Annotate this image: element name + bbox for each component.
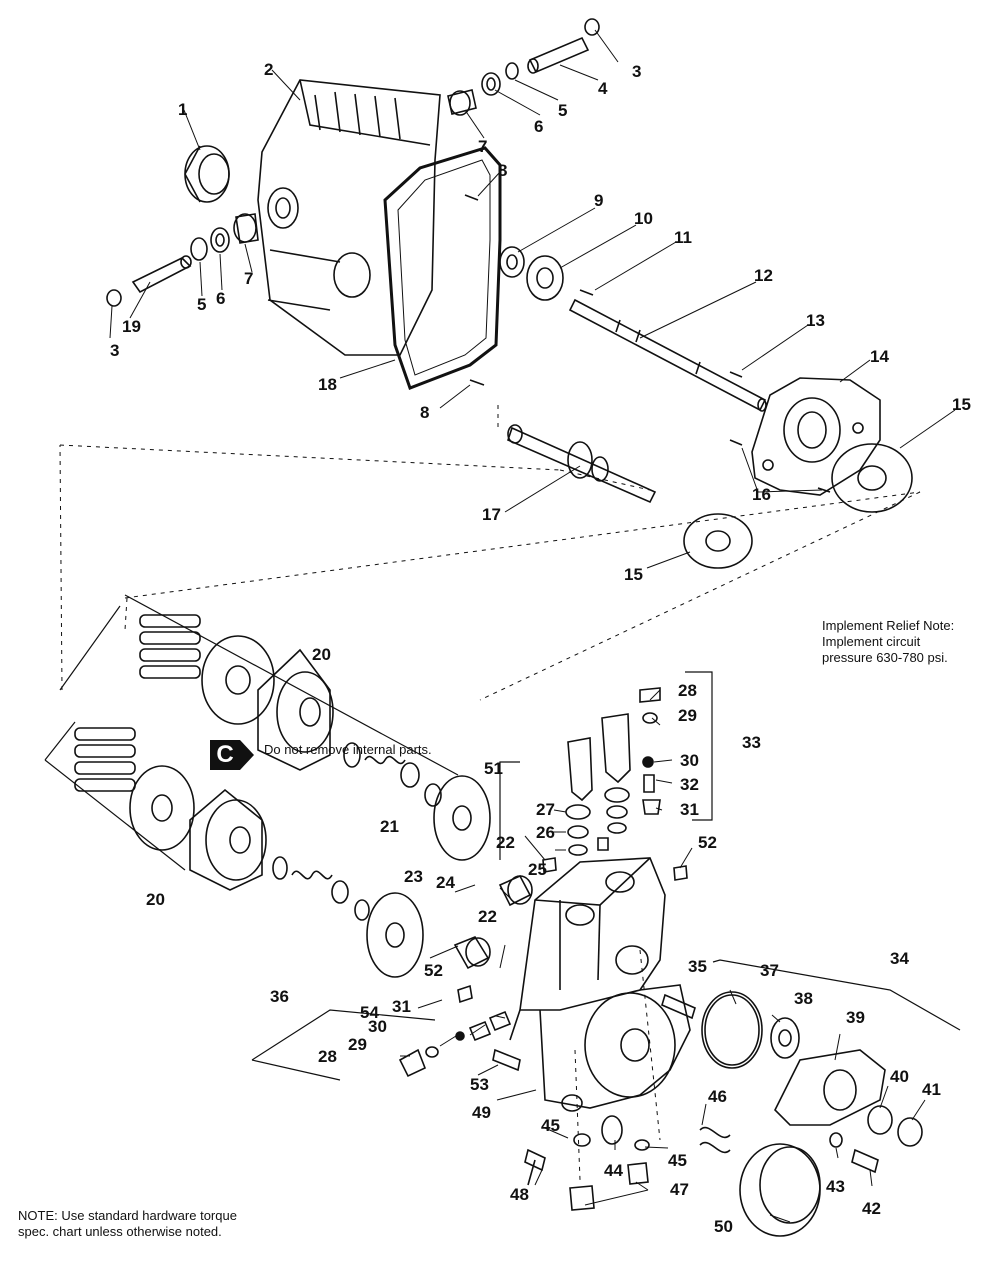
callout-44: 44 (604, 1161, 623, 1180)
assembly-lines (59, 405, 921, 1181)
callout-38: 38 (794, 989, 813, 1008)
c-badge: C (210, 740, 240, 770)
callout-39: 39 (846, 1008, 865, 1027)
callout-53: 53 (470, 1075, 489, 1094)
callout-42: 42 (862, 1199, 881, 1218)
callout-30: 30 (368, 1017, 387, 1036)
callout-35: 35 (688, 957, 707, 976)
callout-4: 4 (598, 79, 608, 98)
callout-3: 3 (632, 62, 641, 81)
callout-5: 5 (558, 101, 567, 120)
callout-36: 36 (270, 987, 289, 1006)
hardware-torque-note: NOTE: Use standard hardware torque spec.… (18, 1208, 237, 1239)
callout-1: 1 (178, 100, 187, 119)
callout-28: 28 (318, 1047, 337, 1066)
callout-15: 15 (624, 565, 643, 584)
bearing-1-drawing (184, 145, 230, 203)
callout-54: 54 (360, 1003, 379, 1022)
callout-22: 22 (478, 907, 497, 926)
callout-23: 23 (404, 867, 423, 886)
callout-2: 2 (264, 60, 273, 79)
center-section-drawing (509, 857, 691, 1112)
callout-3: 3 (110, 341, 119, 360)
callout-9: 9 (594, 191, 603, 210)
shaft-12-drawing (568, 298, 767, 412)
callout-40: 40 (890, 1067, 909, 1086)
callout-21: 21 (380, 817, 399, 836)
callout-33: 33 (742, 733, 761, 752)
callout-18: 18 (318, 375, 337, 394)
callout-7: 7 (244, 269, 253, 288)
callout-46: 46 (708, 1087, 727, 1106)
callout-24: 24 (436, 873, 455, 892)
plugs-drawing (569, 1115, 650, 1211)
callout-10: 10 (634, 209, 653, 228)
housing-drawing (257, 79, 441, 356)
callout-16: 16 (752, 485, 771, 504)
callout-22: 22 (496, 833, 515, 852)
callout-48: 48 (510, 1185, 529, 1204)
callout-29: 29 (678, 706, 697, 725)
callout-28: 28 (678, 681, 697, 700)
cover-14-drawing (751, 377, 881, 496)
bearing-9-10-drawing (499, 246, 564, 301)
implement-relief-note: Implement Relief Note: Implement circuit… (822, 618, 955, 665)
callout-6: 6 (534, 117, 543, 136)
callout-25: 25 (528, 860, 547, 879)
callout-11: 11 (674, 228, 692, 247)
cylinder-assembly-lower-drawing (44, 721, 424, 978)
cylinder-assembly-upper-drawing (59, 594, 491, 861)
callout-49: 49 (472, 1103, 491, 1122)
callout-50: 50 (714, 1217, 733, 1236)
callout-8: 8 (498, 161, 507, 180)
callout-14: 14 (870, 347, 889, 366)
callout-7: 7 (478, 137, 487, 156)
callout-52: 52 (698, 833, 717, 852)
check-valve-left-drawing (398, 984, 512, 1078)
do-not-remove-note: Do not remove internal parts. (264, 742, 432, 757)
callout-34: 34 (890, 949, 909, 968)
dowel-pins-drawing (464, 194, 831, 493)
callout-20: 20 (146, 890, 165, 909)
callout-13: 13 (806, 311, 825, 330)
callout-31: 31 (392, 997, 411, 1016)
callout-19: 19 (122, 317, 141, 336)
callout-5: 5 (197, 295, 206, 314)
callout-52: 52 (424, 961, 443, 980)
callout-45: 45 (541, 1116, 560, 1135)
callout-17: 17 (482, 505, 501, 524)
callout-8: 8 (420, 403, 429, 422)
callout-51: 51 (484, 759, 503, 778)
gasket-drawing (383, 146, 502, 390)
group-brackets (251, 671, 961, 1081)
callout-15: 15 (952, 395, 971, 414)
arrow-right-icon (240, 740, 254, 770)
shaft-17-drawing (507, 424, 657, 504)
charge-pump-drawing (699, 991, 923, 1237)
callout-26: 26 (536, 823, 555, 842)
callout-30: 30 (680, 751, 699, 770)
callout-6: 6 (216, 289, 225, 308)
upper-pin-parts-drawing (447, 18, 600, 116)
callout-32: 32 (680, 775, 699, 794)
callout-43: 43 (826, 1177, 845, 1196)
left-shaft-parts-drawing (106, 213, 259, 307)
callout-45: 45 (668, 1151, 687, 1170)
callout-27: 27 (536, 800, 555, 819)
bushings-drawing (453, 874, 533, 970)
c-callout-note: C Do not remove internal parts. (210, 740, 432, 770)
callout-labels: 1 2 3 3 4 5 5 6 6 7 7 8 8 9 10 11 12 13 … (110, 60, 971, 1236)
relief-valves-drawing (542, 687, 688, 881)
callout-47: 47 (670, 1180, 689, 1199)
callout-20: 20 (312, 645, 331, 664)
callout-41: 41 (922, 1080, 941, 1099)
callout-29: 29 (348, 1035, 367, 1054)
washer-15-drawing (683, 443, 913, 569)
callout-31: 31 (680, 800, 699, 819)
callout-12: 12 (754, 266, 773, 285)
callout-37: 37 (760, 961, 779, 980)
leader-lines (109, 29, 956, 1223)
